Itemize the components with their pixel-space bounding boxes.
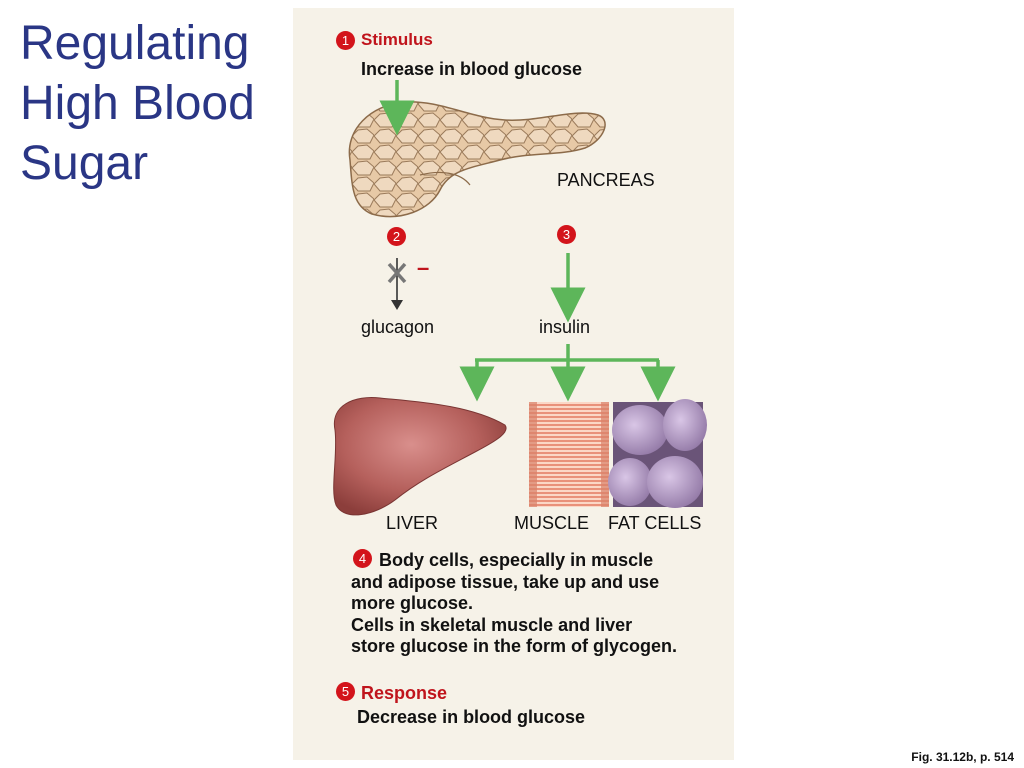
step-2-badge: 2 [387,227,406,246]
muscle-illustration [529,402,609,507]
step-3-badge: 3 [557,225,576,244]
title-line-1: Regulating [20,17,250,70]
pancreas-label: PANCREAS [557,170,655,190]
fat-cells-illustration [608,399,707,508]
glucagon-label: glucagon [361,317,435,337]
step-4-description: Body cells, especially in muscle and adi… [351,550,721,658]
figure-reference: Fig. 31.12b, p. 514 [911,750,1014,764]
step-4-line-2: and adipose tissue, take up and use [351,571,660,592]
fat-cells-label: FAT CELLS [608,513,702,533]
step-4-badge: 4 [353,549,372,568]
slide-title: Regulating High Blood Sugar [20,14,290,194]
step-4-line-4: Cells in skeletal muscle and liver [351,614,633,635]
insulin-branch-arrows [459,344,676,402]
step-4-line-1: Body cells, especially in muscle [379,550,654,570]
step-5-badge: 5 [336,682,355,701]
liver-illustration [333,396,507,516]
title-line-2: High Blood [20,77,255,130]
stimulus-text: Increase in blood glucose [361,59,583,79]
step-4-line-5: store glucose in the form of glycogen. [351,636,678,656]
step-4-line-3: more glucose. [351,593,474,613]
liver-label: LIVER [386,513,439,533]
title-line-3: Sugar [20,137,149,190]
pancreas-illustration [348,101,606,218]
response-text: Decrease in blood glucose [357,707,586,727]
inhibit-sign: – [417,255,430,280]
insulin-label: insulin [539,317,591,337]
glucagon-arrow [387,258,407,310]
step-1-badge: 1 [336,31,355,50]
muscle-label: MUSCLE [514,513,590,533]
response-label: Response [361,683,448,703]
stimulus-label: Stimulus [361,30,433,49]
